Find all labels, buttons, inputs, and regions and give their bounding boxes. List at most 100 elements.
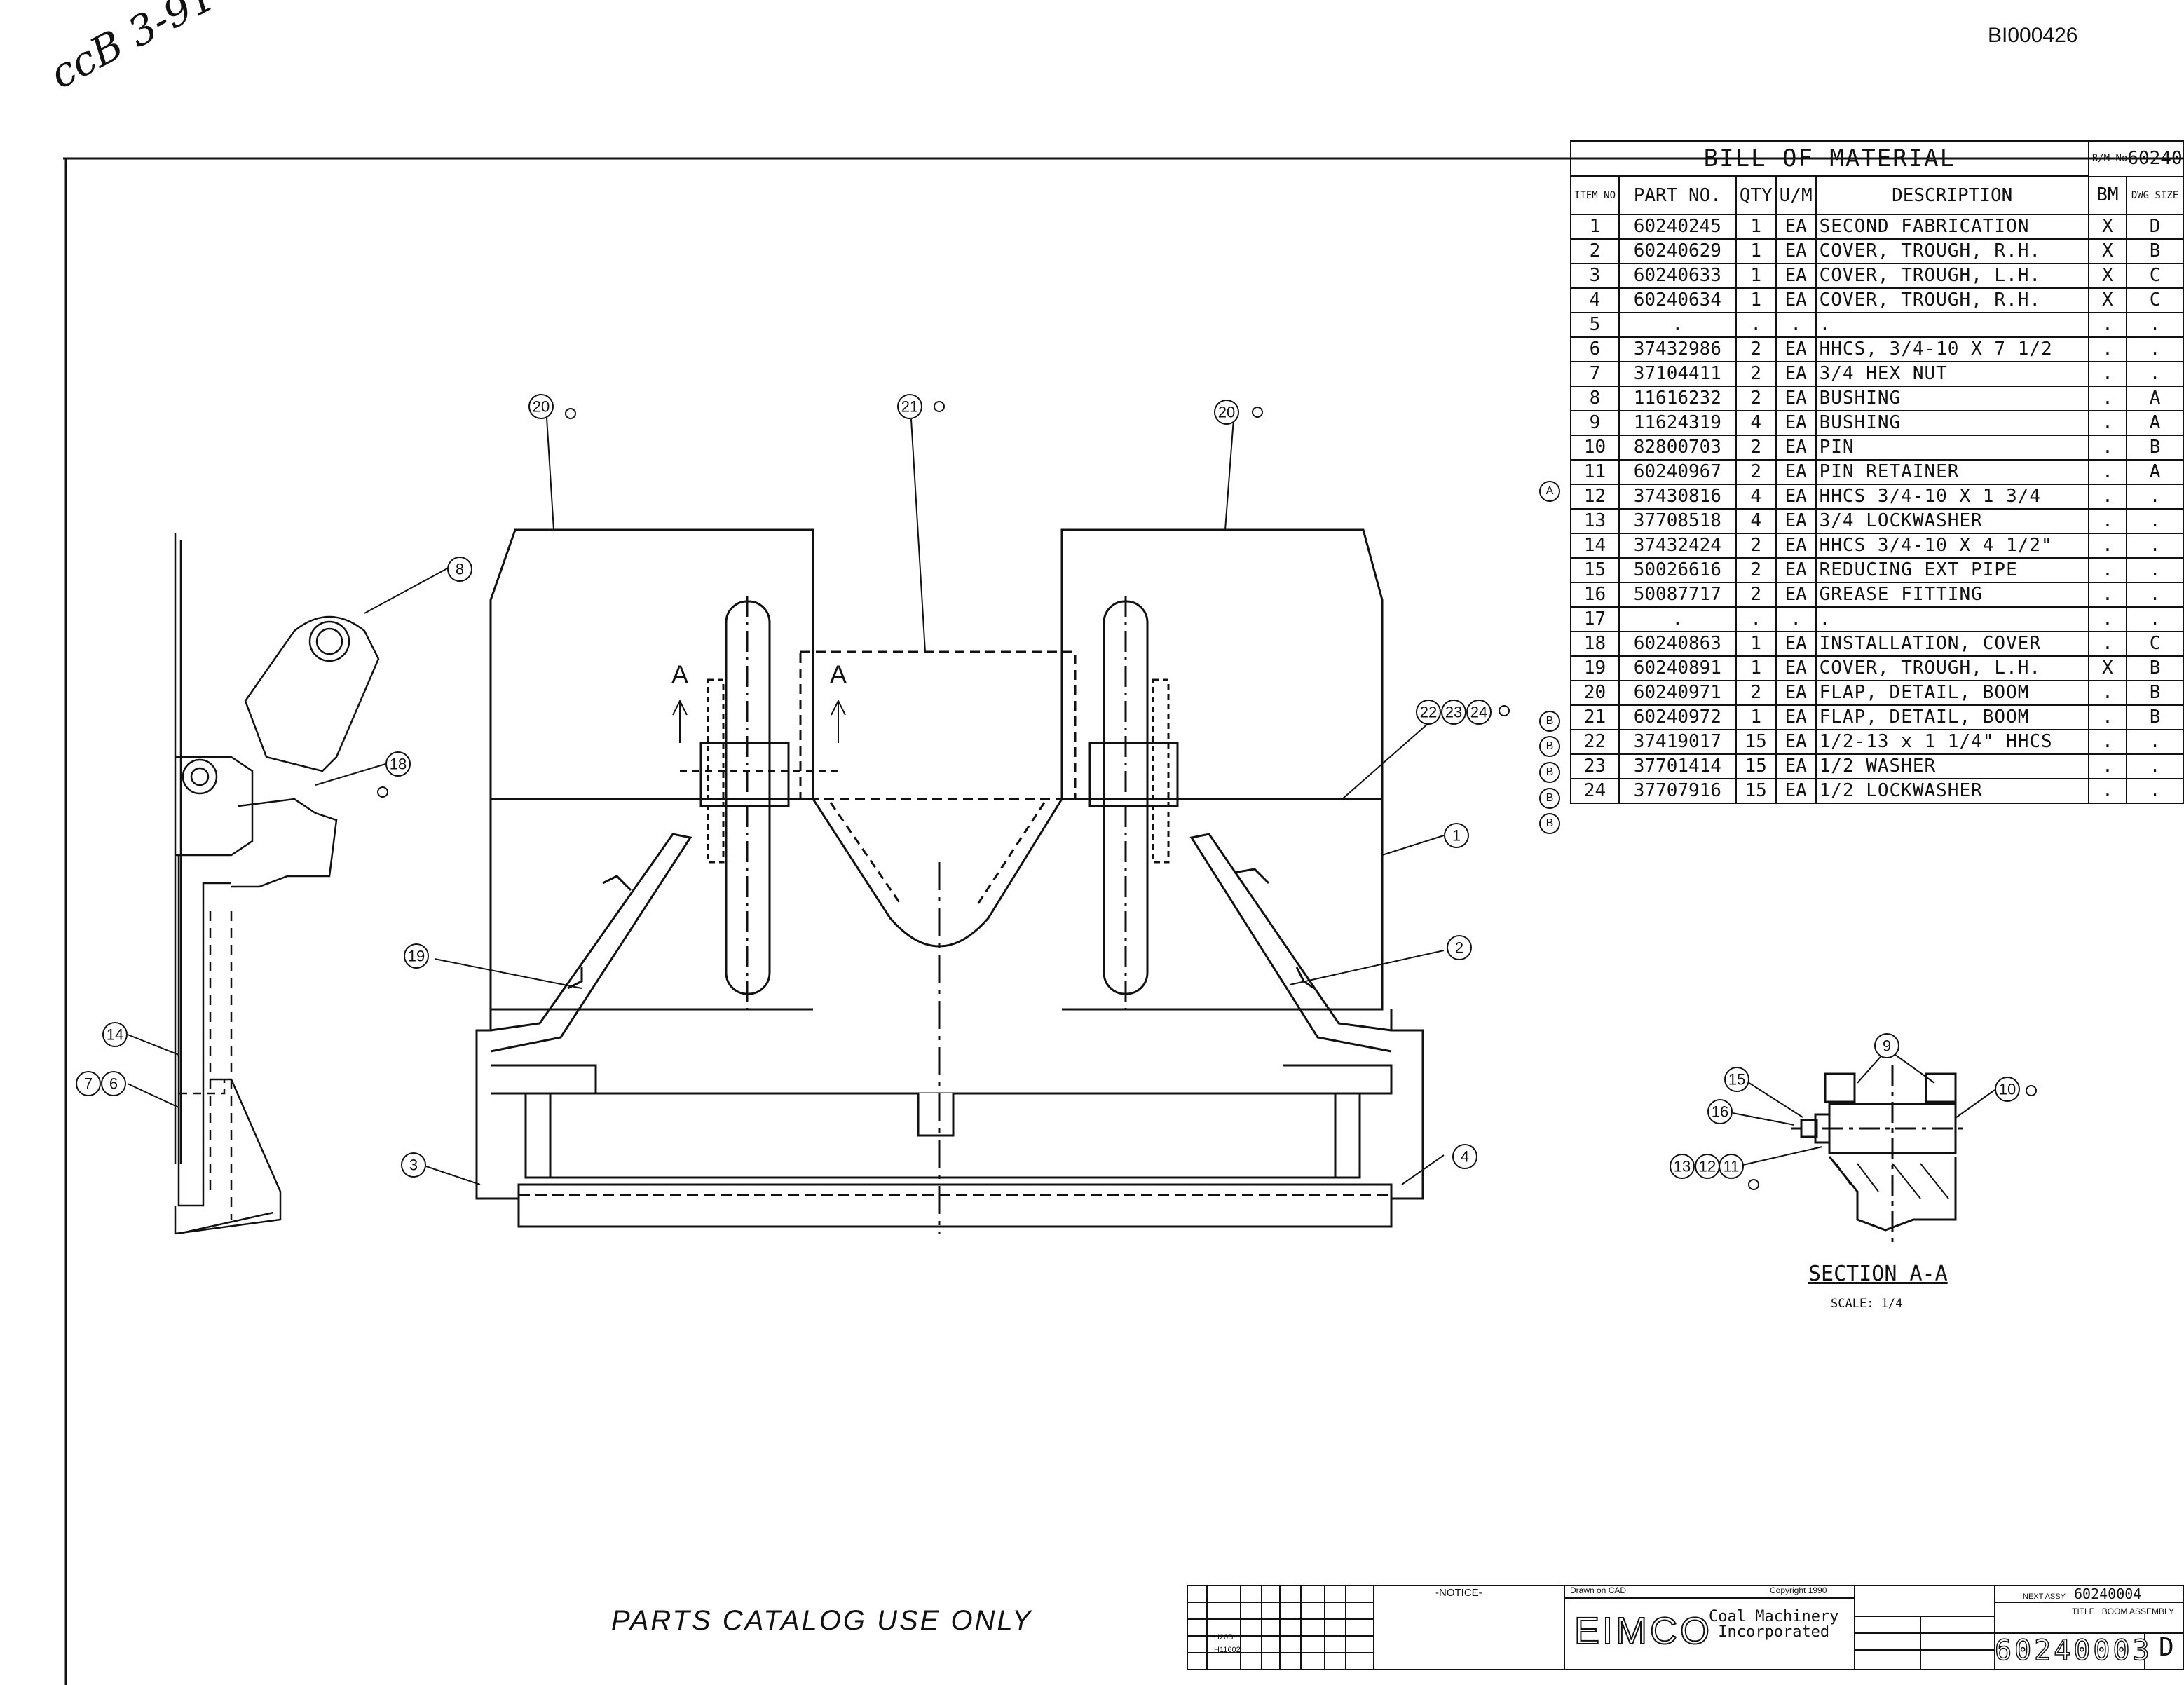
bom-cell-part: 60240245 <box>1618 214 1737 240</box>
col-bm: BM <box>2087 175 2128 215</box>
bom-cell-um: EA <box>1775 214 1817 240</box>
bom-cell-qty: 2 <box>1735 435 1777 461</box>
bom-cell-part: 60240972 <box>1618 704 1737 730</box>
bom-cell-um: . <box>1775 606 1817 632</box>
callout-label: 7 <box>84 1075 93 1093</box>
bom-cell-um: EA <box>1775 557 1817 583</box>
bom-cell-bm: . <box>2087 778 2128 804</box>
bom-cell-part: 37432986 <box>1618 336 1737 362</box>
rev-marker-b: B <box>1539 762 1560 783</box>
callout-label: 19 <box>408 948 425 965</box>
callout-4 <box>1452 1144 1477 1169</box>
bom-cell-item: 7 <box>1569 361 1620 387</box>
bom-cell-item: 14 <box>1569 533 1620 559</box>
col-um: U/M <box>1775 175 1817 215</box>
bom-cell-part: 11624319 <box>1618 410 1737 436</box>
bom-cell-item: 18 <box>1569 631 1620 657</box>
bom-cell-um: EA <box>1775 435 1817 461</box>
rev-marker-b: B <box>1539 788 1560 809</box>
copyright: Copyright 1990 <box>1770 1585 1827 1595</box>
bom-cell-qty: . <box>1735 606 1777 632</box>
bom-cell-desc: SECOND FABRICATION <box>1815 214 2089 240</box>
bom-cell-part: 37707916 <box>1618 778 1737 804</box>
callout-20-left <box>528 394 554 419</box>
section-a-a-view <box>1791 1065 1963 1248</box>
bom-cell-part: 37104411 <box>1618 361 1737 387</box>
callout-label: 4 <box>1461 1148 1469 1166</box>
bom-cell-um: EA <box>1775 287 1817 313</box>
rev-marker-b: B <box>1539 711 1560 732</box>
bom-title: BILL OF MATERIAL <box>1570 140 2089 177</box>
callout-19 <box>404 943 429 969</box>
bom-cell-size: A <box>2126 386 2184 411</box>
bom-cell-qty: 1 <box>1735 631 1777 657</box>
bom-cell-item: 13 <box>1569 508 1620 534</box>
callout-label: 20 <box>1218 404 1235 421</box>
bom-cell-size: D <box>2126 214 2184 240</box>
document-id: BI000426 <box>1988 24 2078 47</box>
rev-marker-a <box>377 786 388 798</box>
col-qty: QTY <box>1735 175 1777 215</box>
bom-cell-item: 10 <box>1569 435 1620 461</box>
bom-cell-item: 11 <box>1569 459 1620 485</box>
bom-cell-bm: . <box>2087 631 2128 657</box>
callout-label: 10 <box>1999 1081 2016 1098</box>
leader-lines <box>127 417 1995 1185</box>
bom-cell-item: 15 <box>1569 557 1620 583</box>
bom-cell-um: EA <box>1775 484 1817 510</box>
bom-cell-um: EA <box>1775 655 1817 681</box>
bom-cell-part: 60240633 <box>1618 263 1737 289</box>
bom-cell-desc: BUSHING <box>1815 386 2089 411</box>
bom-cell-bm: . <box>2087 680 2128 706</box>
bom-cell-um: EA <box>1775 778 1817 804</box>
bom-cell-item: 8 <box>1569 386 1620 411</box>
bom-cell-size: . <box>2126 361 2184 387</box>
drawn-on-cad: Drawn on CAD <box>1570 1585 1627 1595</box>
bom-cell-item: 1 <box>1569 214 1620 240</box>
bom-cell-qty: 15 <box>1735 729 1777 755</box>
rev-marker-b: B <box>1539 813 1560 834</box>
bom-cell-um: EA <box>1775 386 1817 411</box>
callout-11 <box>1719 1154 1744 1179</box>
bom-cell-um: EA <box>1775 729 1817 755</box>
bom-cell-qty: 2 <box>1735 459 1777 485</box>
callout-label: 18 <box>390 756 407 773</box>
bom-cell-item: 2 <box>1569 238 1620 264</box>
parts-catalog-note: PARTS CATALOG USE ONLY <box>611 1605 1033 1636</box>
bom-cell-desc: COVER, TROUGH, L.H. <box>1815 263 2089 289</box>
bom-cell-part: 60240967 <box>1618 459 1737 485</box>
section-label: SECTION A-A <box>1808 1262 1948 1286</box>
bom-cell-desc: 3/4 HEX NUT <box>1815 361 2089 387</box>
rev-marker-b: B <box>1539 736 1560 757</box>
bom-cell-bm: . <box>2087 704 2128 730</box>
bom-cell-um: EA <box>1775 361 1817 387</box>
bom-cell-size: B <box>2126 435 2184 461</box>
bom-cell-part: 37430816 <box>1618 484 1737 510</box>
section-letter-left: A <box>671 660 688 689</box>
bom-cell-qty: 15 <box>1735 778 1777 804</box>
callout-1 <box>1444 823 1469 848</box>
callout-label: 23 <box>1445 704 1462 721</box>
bom-cell-desc: REDUCING EXT PIPE <box>1815 557 2089 583</box>
bom-cell-desc: COVER, TROUGH, R.H. <box>1815 238 2089 264</box>
bom-cell-qty: . <box>1735 312 1777 338</box>
bom-cell-item: 3 <box>1569 263 1620 289</box>
callout-label: 21 <box>901 398 918 416</box>
callout-16 <box>1707 1099 1733 1124</box>
bom-cell-item: 20 <box>1569 680 1620 706</box>
callout-label: 2 <box>1455 939 1463 957</box>
bom-cell-desc: COVER, TROUGH, R.H. <box>1815 287 2089 313</box>
callout-23 <box>1441 700 1466 725</box>
bom-cell-part: 37701414 <box>1618 753 1737 779</box>
bom-cell-bm: . <box>2087 459 2128 485</box>
bom-cell-um: EA <box>1775 410 1817 436</box>
bom-cell-bm: . <box>2087 386 2128 411</box>
